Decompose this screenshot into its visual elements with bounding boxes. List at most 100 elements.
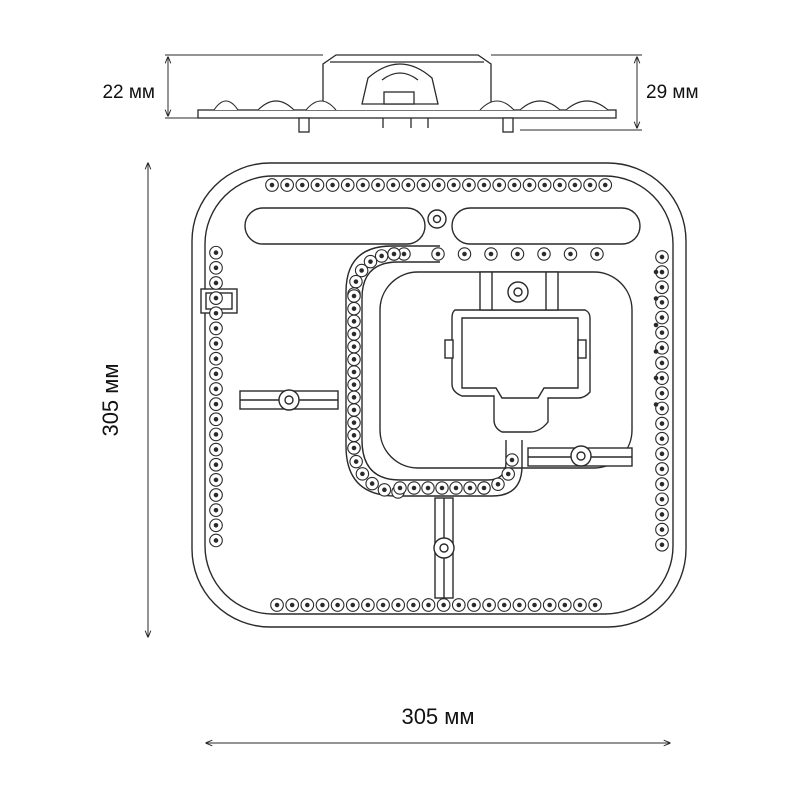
led-inner <box>348 416 360 428</box>
led-outer <box>463 179 476 192</box>
led-outer <box>407 599 420 612</box>
label-width: 305 мм <box>401 704 474 729</box>
led-outer <box>301 599 314 612</box>
led-outer <box>656 311 669 324</box>
led-outer <box>210 277 223 290</box>
led-inner <box>450 482 462 494</box>
led-outer <box>584 179 597 192</box>
led-top-row <box>538 248 550 260</box>
led-outer <box>656 538 669 551</box>
led-outer <box>210 383 223 396</box>
led-top-row <box>591 248 603 260</box>
led-outer <box>387 179 400 192</box>
led-outer <box>468 599 481 612</box>
led-top-row <box>511 248 523 260</box>
led-outer <box>513 599 526 612</box>
led-outer <box>392 599 405 612</box>
led-inner <box>378 484 390 496</box>
led-outer <box>210 489 223 502</box>
led-outer <box>210 246 223 259</box>
led-inner <box>464 482 476 494</box>
led-inner <box>350 275 362 287</box>
led-outer <box>210 458 223 471</box>
led-inner <box>355 264 367 276</box>
led-outer <box>286 599 299 612</box>
led-outer <box>656 463 669 476</box>
led-inner <box>422 482 434 494</box>
led-inner <box>348 404 360 416</box>
led-outer <box>422 599 435 612</box>
led-outer <box>210 398 223 411</box>
led-outer <box>316 599 329 612</box>
led-outer <box>447 179 460 192</box>
led-inner <box>375 250 387 262</box>
led-inner <box>408 482 420 494</box>
led-spacer <box>654 376 657 379</box>
led-outer <box>296 179 309 192</box>
led-outer <box>210 504 223 517</box>
led-outer <box>656 251 669 264</box>
led-outer <box>341 179 354 192</box>
led-inner <box>348 429 360 441</box>
led-outer <box>362 599 375 612</box>
screw-boss-top <box>428 210 446 228</box>
led-spacer <box>654 323 657 326</box>
led-inner <box>356 468 368 480</box>
led-outer <box>210 534 223 547</box>
led-outer <box>478 179 491 192</box>
side-led-lens <box>520 101 560 110</box>
led-outer <box>210 443 223 456</box>
led-inner <box>348 442 360 454</box>
led-outer <box>210 307 223 320</box>
led-outer <box>331 599 344 612</box>
side-view <box>198 55 616 132</box>
led-outer <box>493 179 506 192</box>
side-led-lens <box>566 101 608 110</box>
led-inner <box>502 468 514 480</box>
led-top-row <box>432 248 444 260</box>
led-outer <box>271 599 284 612</box>
led-outer <box>210 352 223 365</box>
led-outer <box>656 493 669 506</box>
screw-boss-driver <box>508 282 528 302</box>
led-outer <box>553 179 566 192</box>
led-outer <box>656 432 669 445</box>
led-outer <box>402 179 415 192</box>
side-base-plate <box>198 110 616 118</box>
led-outer <box>656 326 669 339</box>
led-outer <box>543 599 556 612</box>
label-22mm: 22 мм <box>102 82 155 103</box>
top-view <box>192 163 686 627</box>
led-outer <box>210 519 223 532</box>
led-outer <box>210 322 223 335</box>
led-outer <box>210 262 223 275</box>
led-inner <box>348 290 360 302</box>
led-outer <box>656 387 669 400</box>
led-inner <box>348 391 360 403</box>
led-top-row <box>485 248 497 260</box>
led-outer <box>210 474 223 487</box>
led-inner <box>348 340 360 352</box>
led-outer <box>210 413 223 426</box>
led-outer <box>210 368 223 381</box>
led-outer <box>452 599 465 612</box>
led-spacer <box>654 350 657 353</box>
led-inner <box>348 353 360 365</box>
led-inner <box>348 328 360 340</box>
led-outer <box>559 599 572 612</box>
led-outer <box>483 599 496 612</box>
led-outer <box>523 179 536 192</box>
led-inner <box>348 366 360 378</box>
led-inner <box>348 378 360 390</box>
led-inner <box>366 477 378 489</box>
led-spacer <box>654 403 657 406</box>
led-outer <box>210 337 223 350</box>
led-outer <box>432 179 445 192</box>
led-spacer <box>654 297 657 300</box>
led-outer <box>498 599 511 612</box>
led-outer <box>528 599 541 612</box>
led-outer <box>311 179 324 192</box>
led-inner <box>394 482 406 494</box>
led-outer <box>508 179 521 192</box>
